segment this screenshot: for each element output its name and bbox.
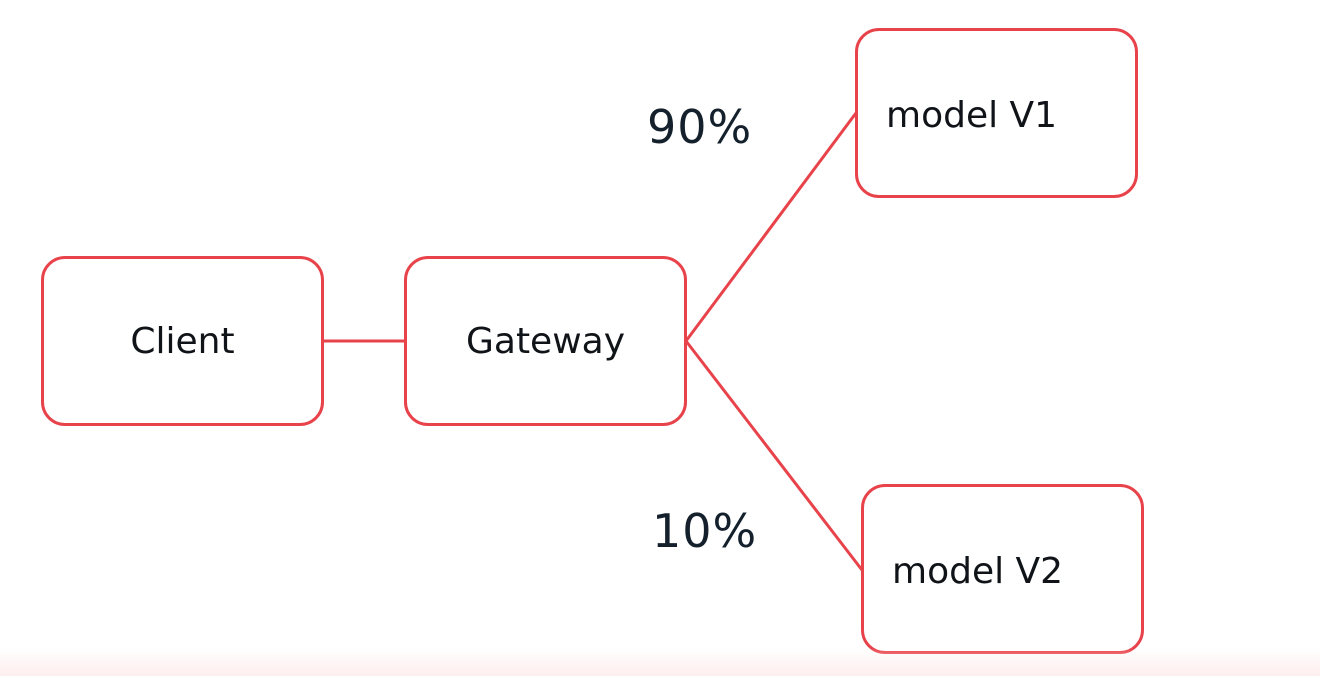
edge-gateway-model-v2 (684, 340, 864, 571)
gateway-label: Gateway (465, 320, 626, 362)
client-node: Client (41, 256, 324, 426)
percent-label-v1: 90% (647, 100, 753, 154)
model-v1-node: model V1 (855, 28, 1138, 198)
gateway-node: Gateway (404, 256, 687, 426)
client-label: Client (130, 320, 235, 362)
bottom-fade (0, 648, 1320, 676)
model-v2-node: model V2 (861, 484, 1144, 654)
edge-gateway-model-v1 (684, 112, 858, 342)
model-v1-label: model V1 (886, 95, 1058, 136)
model-v2-label: model V2 (892, 551, 1064, 592)
percent-label-v2: 10% (652, 504, 758, 558)
